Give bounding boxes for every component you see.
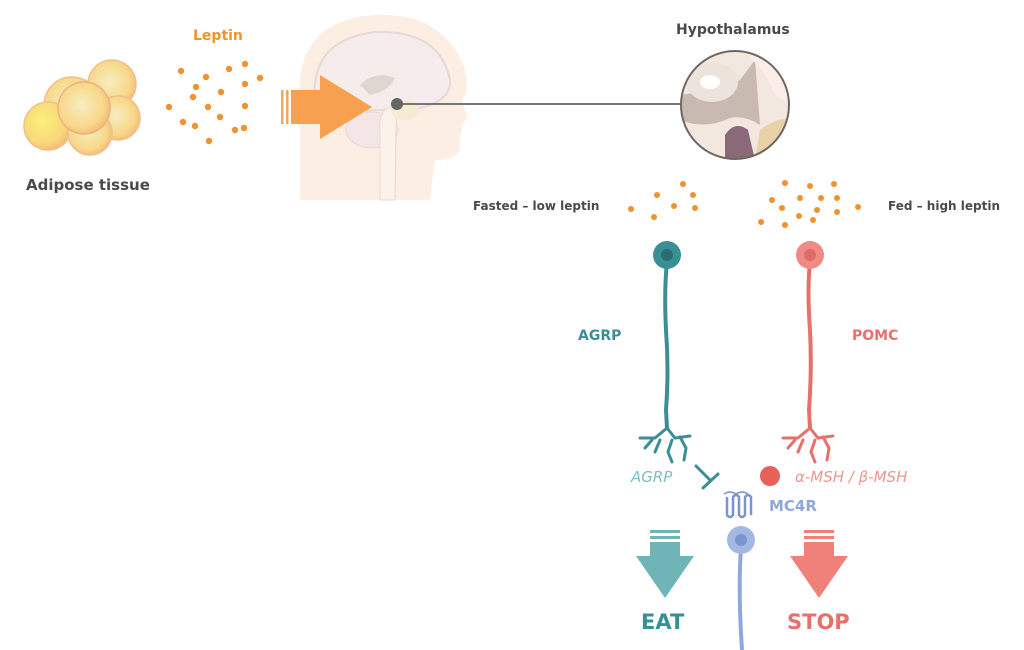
leptin-dot xyxy=(814,207,820,213)
leptin-dot xyxy=(779,205,785,211)
leptin-label: Leptin xyxy=(193,28,243,44)
leptin-dot xyxy=(256,74,264,82)
leptin-dot xyxy=(769,197,775,203)
msh-molecule-icon xyxy=(760,466,780,486)
mc4r-label: MC4R xyxy=(769,497,817,515)
agrp-nucleus xyxy=(661,249,673,261)
agrp-neuron-label: AGRP xyxy=(578,328,622,344)
leptin-dot xyxy=(240,124,248,132)
leptin-dot xyxy=(818,195,824,201)
stop-arrow-icon xyxy=(790,530,848,598)
leptin-dot xyxy=(204,103,212,111)
leptin-dot xyxy=(179,118,187,126)
leptin-dot xyxy=(189,93,197,101)
low-leptin-molecules xyxy=(628,181,698,220)
leptin-molecules xyxy=(165,60,264,145)
leptin-dot xyxy=(231,126,239,134)
leptin-dot xyxy=(651,214,657,220)
leptin-dot xyxy=(690,192,696,198)
pomc-nucleus xyxy=(804,249,816,261)
msh-label: α-MSH / β-MSH xyxy=(795,468,908,486)
leptin-dot xyxy=(758,219,764,225)
leptin-dot xyxy=(191,122,199,130)
leptin-dot xyxy=(192,83,200,91)
leptin-dot xyxy=(628,206,634,212)
leptin-dot xyxy=(810,217,816,223)
leptin-dot xyxy=(692,205,698,211)
leptin-dot xyxy=(834,195,840,201)
leptin-dot xyxy=(796,213,802,219)
stop-label: STOP xyxy=(787,610,850,634)
head-brain-illustration xyxy=(300,14,468,201)
leptin-dot xyxy=(177,67,185,75)
leptin-arrow-icon xyxy=(281,75,372,139)
hypothalamus-location-marker xyxy=(391,98,403,110)
leptin-dot xyxy=(671,203,677,209)
mc4r-receptor-icon xyxy=(723,491,753,519)
leptin-dot xyxy=(241,102,249,110)
leptin-dot xyxy=(654,192,660,198)
leptin-dot xyxy=(782,180,788,186)
leptin-dot xyxy=(165,103,173,111)
agrp-inhibition-icon xyxy=(694,464,720,490)
pomc-neuron-label: POMC xyxy=(852,328,899,344)
leptin-dot xyxy=(217,88,225,96)
leptin-dot xyxy=(225,65,233,73)
fasted-low-leptin-label: Fasted – low leptin xyxy=(473,199,600,213)
leptin-dot xyxy=(202,73,210,81)
leptin-dot xyxy=(831,181,837,187)
leptin-dot xyxy=(241,80,249,88)
eat-label: EAT xyxy=(641,610,685,634)
hypothalamus-label: Hypothalamus xyxy=(676,22,790,38)
leptin-dot xyxy=(680,181,686,187)
leptin-dot xyxy=(807,183,813,189)
leptin-dot xyxy=(241,60,249,68)
adipose-tissue-label: Adipose tissue xyxy=(26,176,150,194)
high-leptin-molecules xyxy=(758,180,861,228)
leptin-dot xyxy=(834,209,840,215)
hypothalamus-magnified-view xyxy=(680,50,790,160)
mc4r-neuron xyxy=(727,526,755,650)
leptin-dot xyxy=(216,113,224,121)
eat-arrow-icon xyxy=(636,530,694,598)
fed-high-leptin-label: Fed – high leptin xyxy=(888,199,1000,213)
leptin-dot xyxy=(782,222,788,228)
adipose-tissue-illustration xyxy=(23,59,141,156)
pomc-neuron xyxy=(781,260,835,464)
leptin-dot xyxy=(205,137,213,145)
leptin-dot xyxy=(797,195,803,201)
agrp-neuron xyxy=(638,260,692,464)
agrp-peptide-label: AGRP xyxy=(631,468,673,486)
leptin-dot xyxy=(855,204,861,210)
